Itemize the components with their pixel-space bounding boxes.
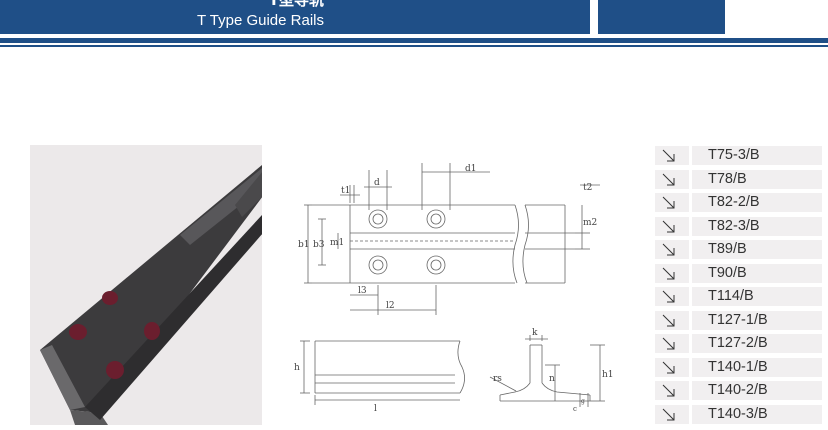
dim-label-l2: l2 xyxy=(386,301,395,311)
model-list: T75-3/B T78/B T82-2/B T82-3/B T89/B T90/… xyxy=(655,144,825,426)
model-label: T114/B xyxy=(692,287,822,306)
dim-label-b3: b3 xyxy=(313,240,325,250)
dim-label-l: l xyxy=(374,404,377,414)
arrow-down-right-icon xyxy=(655,146,689,165)
dim-label-n: n xyxy=(549,374,555,384)
guide-rail-photo xyxy=(30,145,278,425)
technical-drawing: d d1 t1 t2 b1 b3 m1 m2 l3 l2 h l k n h1 … xyxy=(290,145,645,425)
dim-label-m1: m1 xyxy=(330,238,344,248)
model-label: T140-2/B xyxy=(692,381,822,400)
header-right-block xyxy=(598,0,725,34)
list-item[interactable]: T140-1/B xyxy=(655,356,825,380)
dim-label-k: k xyxy=(532,328,538,338)
model-label: T89/B xyxy=(692,240,822,259)
arrow-down-right-icon xyxy=(655,381,689,400)
header-divider xyxy=(0,38,828,43)
arrow-down-right-icon xyxy=(655,240,689,259)
arrow-down-right-icon xyxy=(655,216,689,236)
list-item[interactable]: T89/B xyxy=(655,238,825,262)
dim-label-l3: l3 xyxy=(358,286,367,296)
dim-label-t2: t2 xyxy=(583,183,592,193)
model-label: T127-2/B xyxy=(692,334,822,353)
list-item[interactable]: T127-1/B xyxy=(655,309,825,333)
model-label: T82-2/B xyxy=(692,193,822,212)
header-divider-thin xyxy=(0,45,828,47)
dim-label-h1: h1 xyxy=(602,370,614,380)
model-label: T140-3/B xyxy=(692,404,822,424)
model-label: T90/B xyxy=(692,263,822,283)
list-item[interactable]: T140-3/B xyxy=(655,403,825,427)
arrow-down-right-icon xyxy=(655,310,689,330)
dim-label-b1: b1 xyxy=(298,240,310,250)
dim-label-d: d xyxy=(374,178,380,188)
model-label: T127-1/B xyxy=(692,310,822,330)
list-item[interactable]: T140-2/B xyxy=(655,379,825,403)
arrow-down-right-icon xyxy=(655,193,689,212)
list-item[interactable]: T78/B xyxy=(655,168,825,192)
arrow-down-right-icon xyxy=(655,263,689,283)
dim-label-c: c xyxy=(573,405,577,413)
arrow-down-right-icon xyxy=(655,287,689,306)
arrow-down-right-icon xyxy=(655,169,689,189)
page-title: T Type Guide Rails xyxy=(196,12,324,29)
arrow-down-right-icon xyxy=(655,334,689,353)
list-item[interactable]: T90/B xyxy=(655,262,825,286)
dim-label-m2: m2 xyxy=(583,218,597,228)
model-label: T78/B xyxy=(692,169,822,189)
list-item[interactable]: T82-2/B xyxy=(655,191,825,215)
arrow-down-right-icon xyxy=(655,357,689,377)
dim-label-h: h xyxy=(294,363,300,373)
header-bar: T型导轨 T Type Guide Rails xyxy=(0,0,590,34)
dim-label-d1: d1 xyxy=(465,164,477,174)
list-item[interactable]: T114/B xyxy=(655,285,825,309)
model-label: T140-1/B xyxy=(692,357,822,377)
list-item[interactable]: T75-3/B xyxy=(655,144,825,168)
arrow-down-right-icon xyxy=(655,404,689,424)
list-item[interactable]: T127-2/B xyxy=(655,332,825,356)
dim-label-t1: t1 xyxy=(341,186,350,196)
model-label: T82-3/B xyxy=(692,216,822,236)
dim-label-g: g xyxy=(581,398,585,405)
list-item[interactable]: T82-3/B xyxy=(655,215,825,239)
page-title-chinese: T型导轨 xyxy=(268,0,324,9)
model-label: T75-3/B xyxy=(692,146,822,165)
dim-label-rs: rs xyxy=(493,374,502,384)
